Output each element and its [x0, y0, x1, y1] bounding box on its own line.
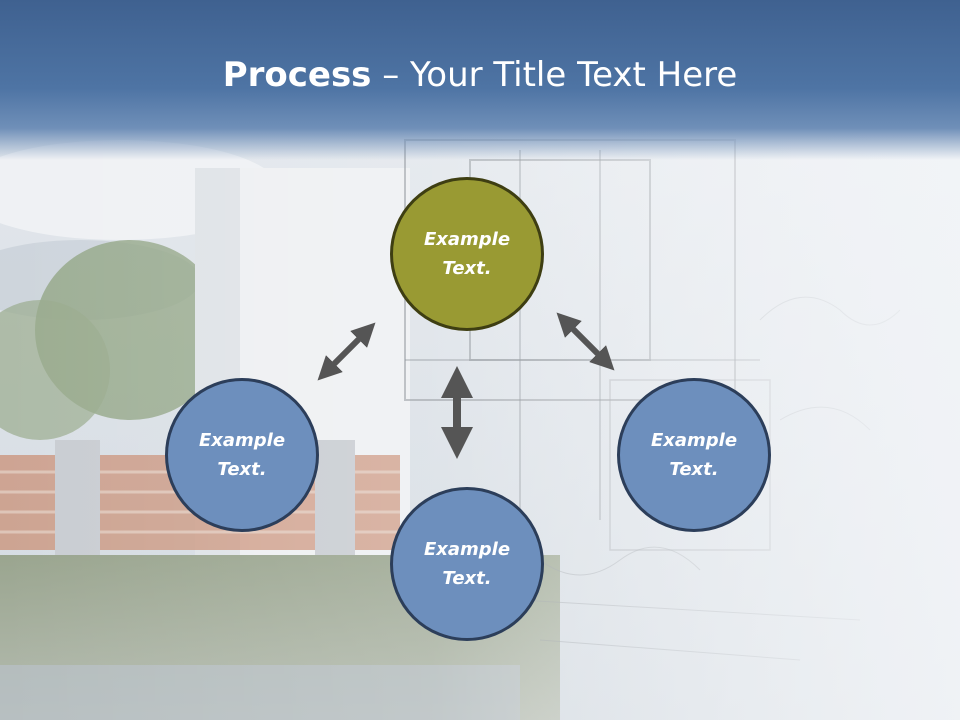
node-top: Example Text. [390, 177, 544, 331]
node-left: Example Text. [165, 378, 319, 532]
node-right-line2: Text. [669, 459, 719, 480]
node-bottom-line2: Text. [442, 568, 492, 589]
node-right: Example Text. [617, 378, 771, 532]
slide-title: Process – Your Title Text Here [0, 52, 960, 98]
node-bottom: Example Text. [390, 487, 544, 641]
node-right-line1: Example [650, 430, 738, 451]
title-rest: – Your Title Text Here [371, 55, 738, 95]
node-left-line1: Example [198, 430, 286, 451]
node-top-line1: Example [423, 229, 511, 250]
title-bold: Process [222, 55, 372, 95]
node-left-line2: Text. [217, 459, 267, 480]
node-top-line2: Text. [442, 258, 492, 279]
node-bottom-line1: Example [423, 539, 511, 560]
title-band [0, 0, 960, 160]
